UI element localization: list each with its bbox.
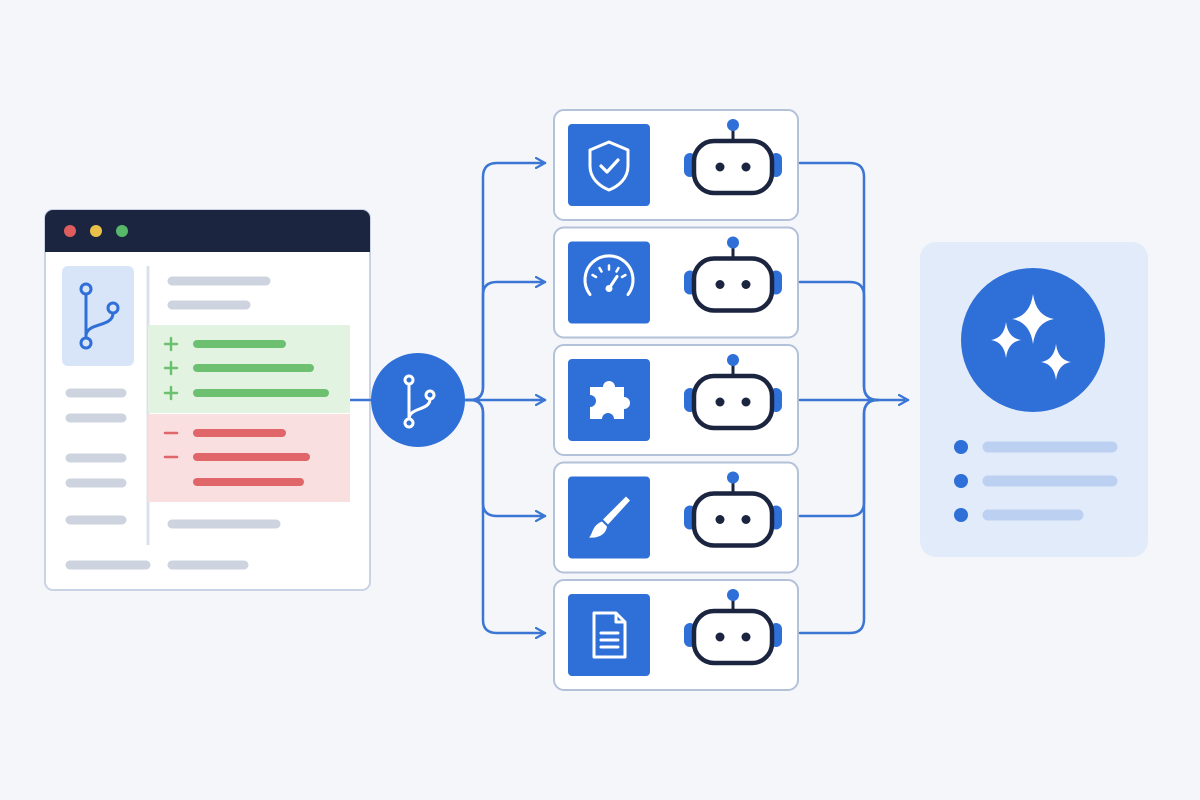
- list-bullet: [954, 474, 968, 488]
- maximize-dot[interactable]: [116, 225, 128, 237]
- sparkles-icon: [991, 294, 1071, 380]
- shield-check-icon: [568, 124, 650, 206]
- agent-cards: [553, 109, 799, 691]
- fan-out-connectors: [464, 163, 547, 633]
- git-branch-icon: [403, 374, 436, 429]
- agent-card-integration[interactable]: [553, 344, 799, 456]
- robot-icon: [684, 354, 782, 431]
- connector-from-performance: [798, 280, 880, 402]
- robot-icon: [684, 589, 782, 666]
- sidebar-branch-tile[interactable]: [62, 266, 134, 366]
- agent-card-documentation[interactable]: [553, 579, 799, 691]
- speedometer-icon: [568, 241, 650, 324]
- list-bullet: [954, 508, 968, 522]
- result-summary-list: [954, 440, 1118, 522]
- minimize-dot[interactable]: [90, 225, 102, 237]
- connector-from-documentation: [798, 398, 880, 635]
- close-dot[interactable]: [64, 225, 76, 237]
- document-icon: [568, 594, 650, 676]
- agent-card-style[interactable]: [553, 461, 799, 574]
- robot-icon: [684, 119, 782, 196]
- router-node[interactable]: [371, 353, 465, 447]
- editor-placeholder-lines: [65, 276, 281, 570]
- list-bullet: [954, 440, 968, 454]
- paint-brush-icon: [568, 476, 650, 559]
- git-branch-icon: [79, 282, 120, 350]
- diff-added-block: [148, 325, 350, 413]
- puzzle-piece-icon: [568, 359, 650, 441]
- agent-card-security[interactable]: [553, 109, 799, 221]
- minus-icon: [163, 431, 179, 459]
- agent-card-performance[interactable]: [553, 226, 799, 339]
- plus-icon: [163, 336, 179, 401]
- connector-to-documentation: [464, 398, 547, 633]
- connector-to-performance: [464, 282, 547, 402]
- robot-icon: [684, 236, 782, 313]
- fan-in-connectors: [798, 161, 910, 635]
- robot-icon: [684, 471, 782, 548]
- diff-removed-block: [148, 414, 350, 502]
- sidebar-placeholder-lines: [65, 388, 127, 525]
- window-titlebar: [45, 210, 370, 252]
- code-diff-window: [44, 209, 371, 591]
- connector-to-style: [464, 398, 547, 516]
- connector-from-style: [798, 398, 880, 518]
- result-panel: [920, 242, 1148, 557]
